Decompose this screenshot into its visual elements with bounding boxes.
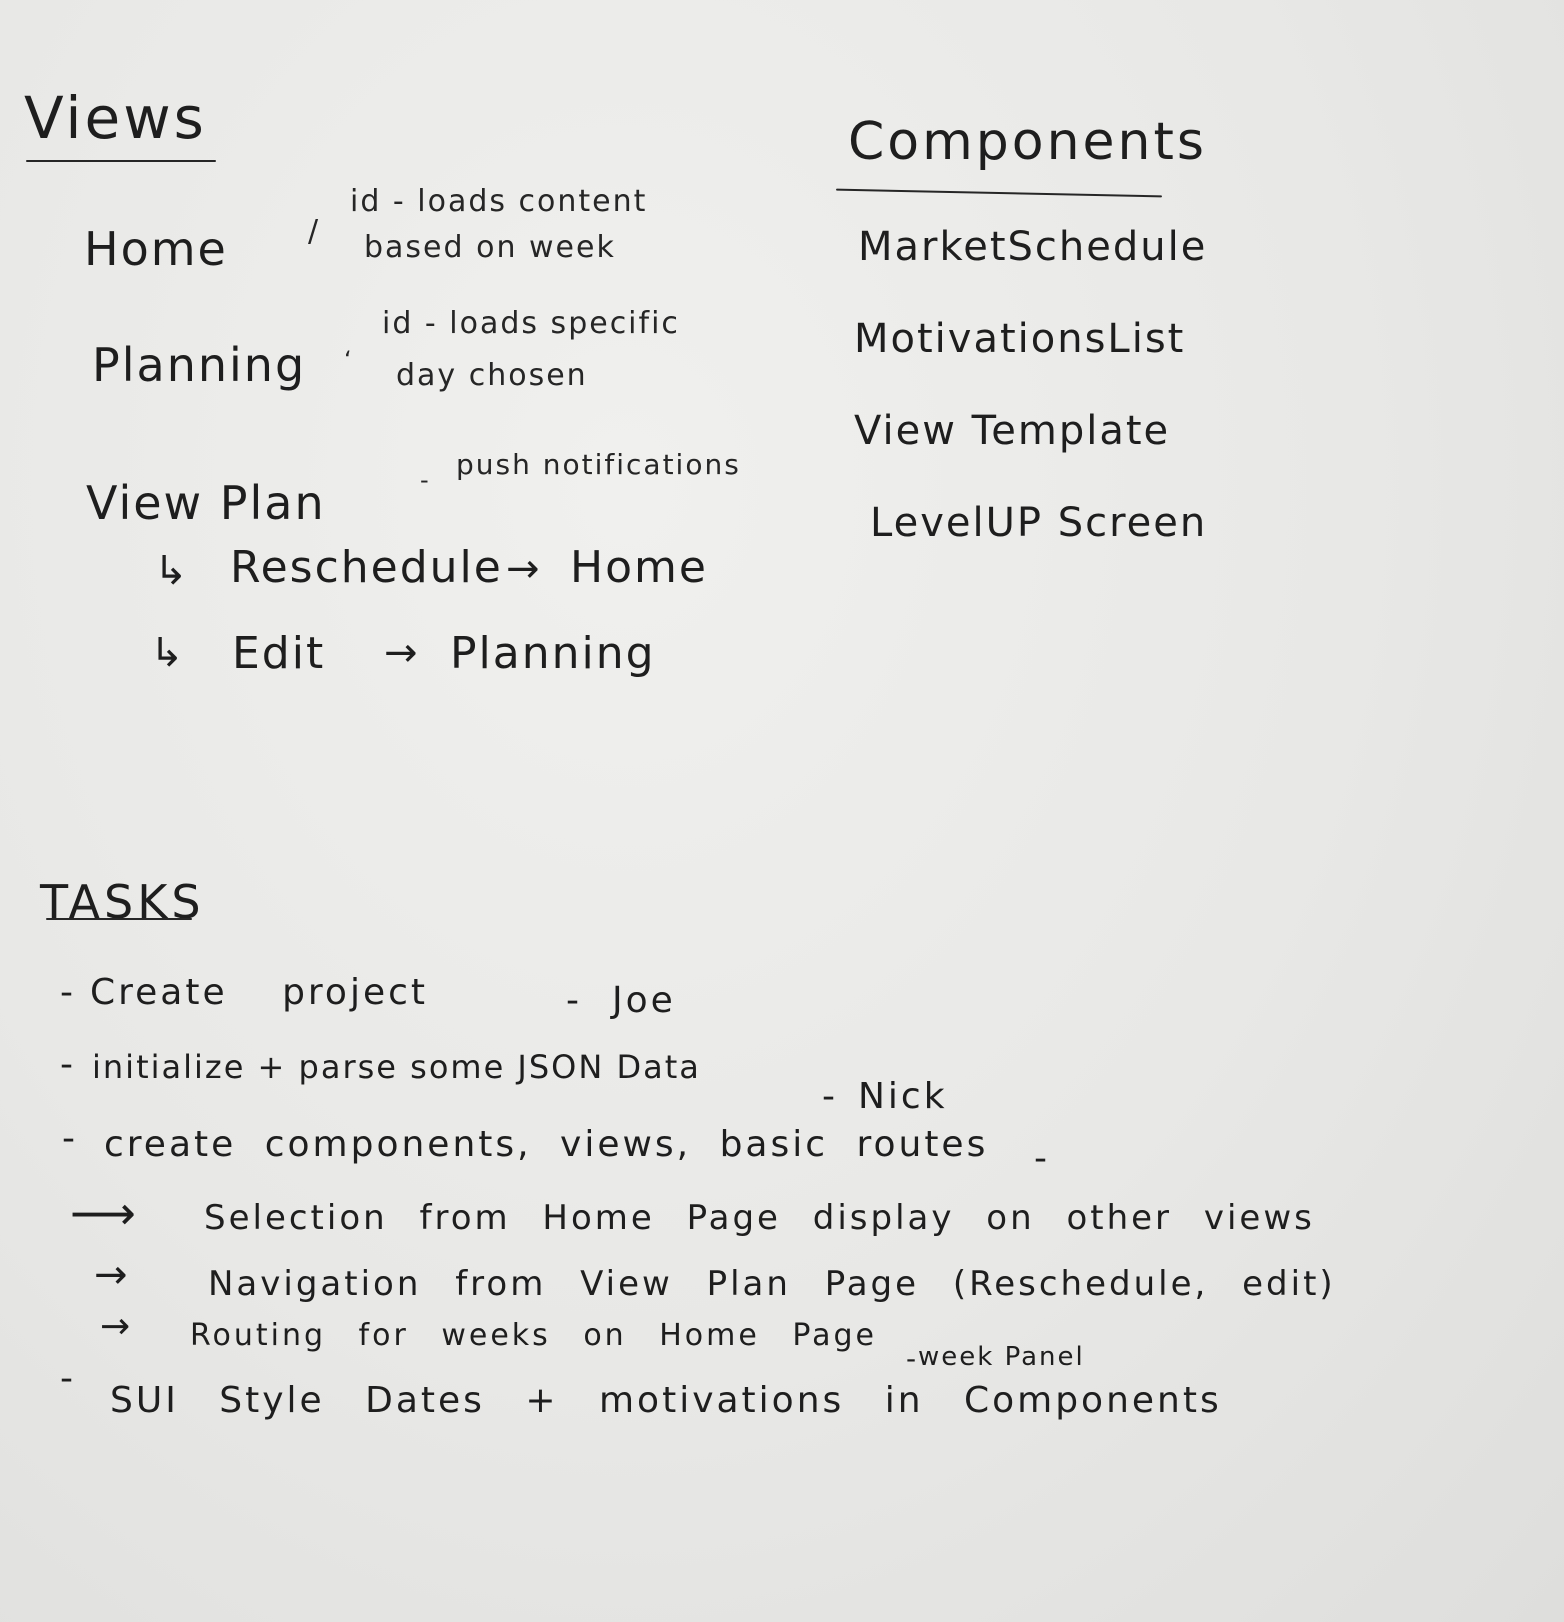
- flow-branch-arrow-icon: ↳: [154, 548, 189, 594]
- task-owner-dash: -: [822, 1076, 838, 1117]
- view-planning: Planning: [92, 338, 307, 392]
- task-owner: Nick: [858, 1076, 948, 1117]
- view-home-separator: /: [308, 214, 321, 249]
- subtask-text: Navigation from View Plan Page (Reschedu…: [208, 1264, 1336, 1304]
- task-text: create components, views, basic routes: [104, 1124, 989, 1165]
- subtask-arrow-icon: →: [100, 1306, 132, 1347]
- components-heading: Components: [848, 112, 1207, 172]
- flow-reschedule-label: Reschedule: [230, 542, 503, 593]
- view-home-note-line2: based on week: [364, 230, 616, 265]
- flow-edit-label: Edit: [232, 628, 326, 679]
- task-text: Create project: [90, 972, 429, 1013]
- subtask-note: week Panel: [918, 1342, 1085, 1372]
- task-owner-dash: -: [566, 980, 582, 1021]
- component-item: MotivationsList: [854, 316, 1186, 362]
- task-text: initialize + parse some JSON Data: [92, 1048, 701, 1086]
- subtask-note-dash: -: [906, 1342, 919, 1375]
- view-planning-note-line1: id - loads specific: [382, 306, 680, 341]
- view-view-plan-separator: -: [420, 466, 431, 494]
- views-heading-underline: [26, 160, 216, 162]
- task-bullet: -: [62, 1118, 78, 1159]
- component-item: LevelUP Screen: [870, 500, 1208, 546]
- component-item: MarketSchedule: [858, 224, 1208, 270]
- views-heading: Views: [24, 84, 207, 152]
- task-owner-dash: -: [1034, 1138, 1050, 1179]
- view-home-note-line1: id - loads content: [350, 184, 648, 219]
- view-home: Home: [84, 222, 228, 276]
- flow-right-arrow-icon: →: [506, 546, 541, 592]
- flow-right-arrow-icon: →: [384, 630, 419, 676]
- task-bullet: -: [60, 1044, 76, 1085]
- subtask-arrow-icon: ⟶: [70, 1186, 137, 1240]
- tasks-heading: TASKS: [40, 875, 205, 929]
- flow-branch-arrow-icon: ↳: [150, 630, 185, 676]
- view-planning-separator: ‘: [344, 346, 354, 374]
- subtask-text: Selection from Home Page display on othe…: [204, 1198, 1315, 1238]
- components-heading-underline: [836, 188, 1162, 198]
- component-item: View Template: [854, 408, 1171, 454]
- flow-edit-target: Planning: [450, 628, 656, 679]
- task-owner: Joe: [612, 980, 676, 1021]
- task-bullet: -: [60, 1358, 76, 1399]
- view-planning-note-line2: day chosen: [396, 358, 588, 393]
- subtask-arrow-icon: →: [94, 1252, 129, 1298]
- view-view-plan: View Plan: [86, 476, 326, 530]
- tasks-heading-underline: [46, 918, 192, 920]
- flow-reschedule-target: Home: [570, 542, 708, 593]
- task-bullet: -: [60, 972, 76, 1013]
- subtask-text: Routing for weeks on Home Page: [190, 1318, 877, 1353]
- task-text: SUI Style Dates + motivations in Compone…: [110, 1380, 1222, 1421]
- view-view-plan-note: push notifications: [456, 448, 741, 481]
